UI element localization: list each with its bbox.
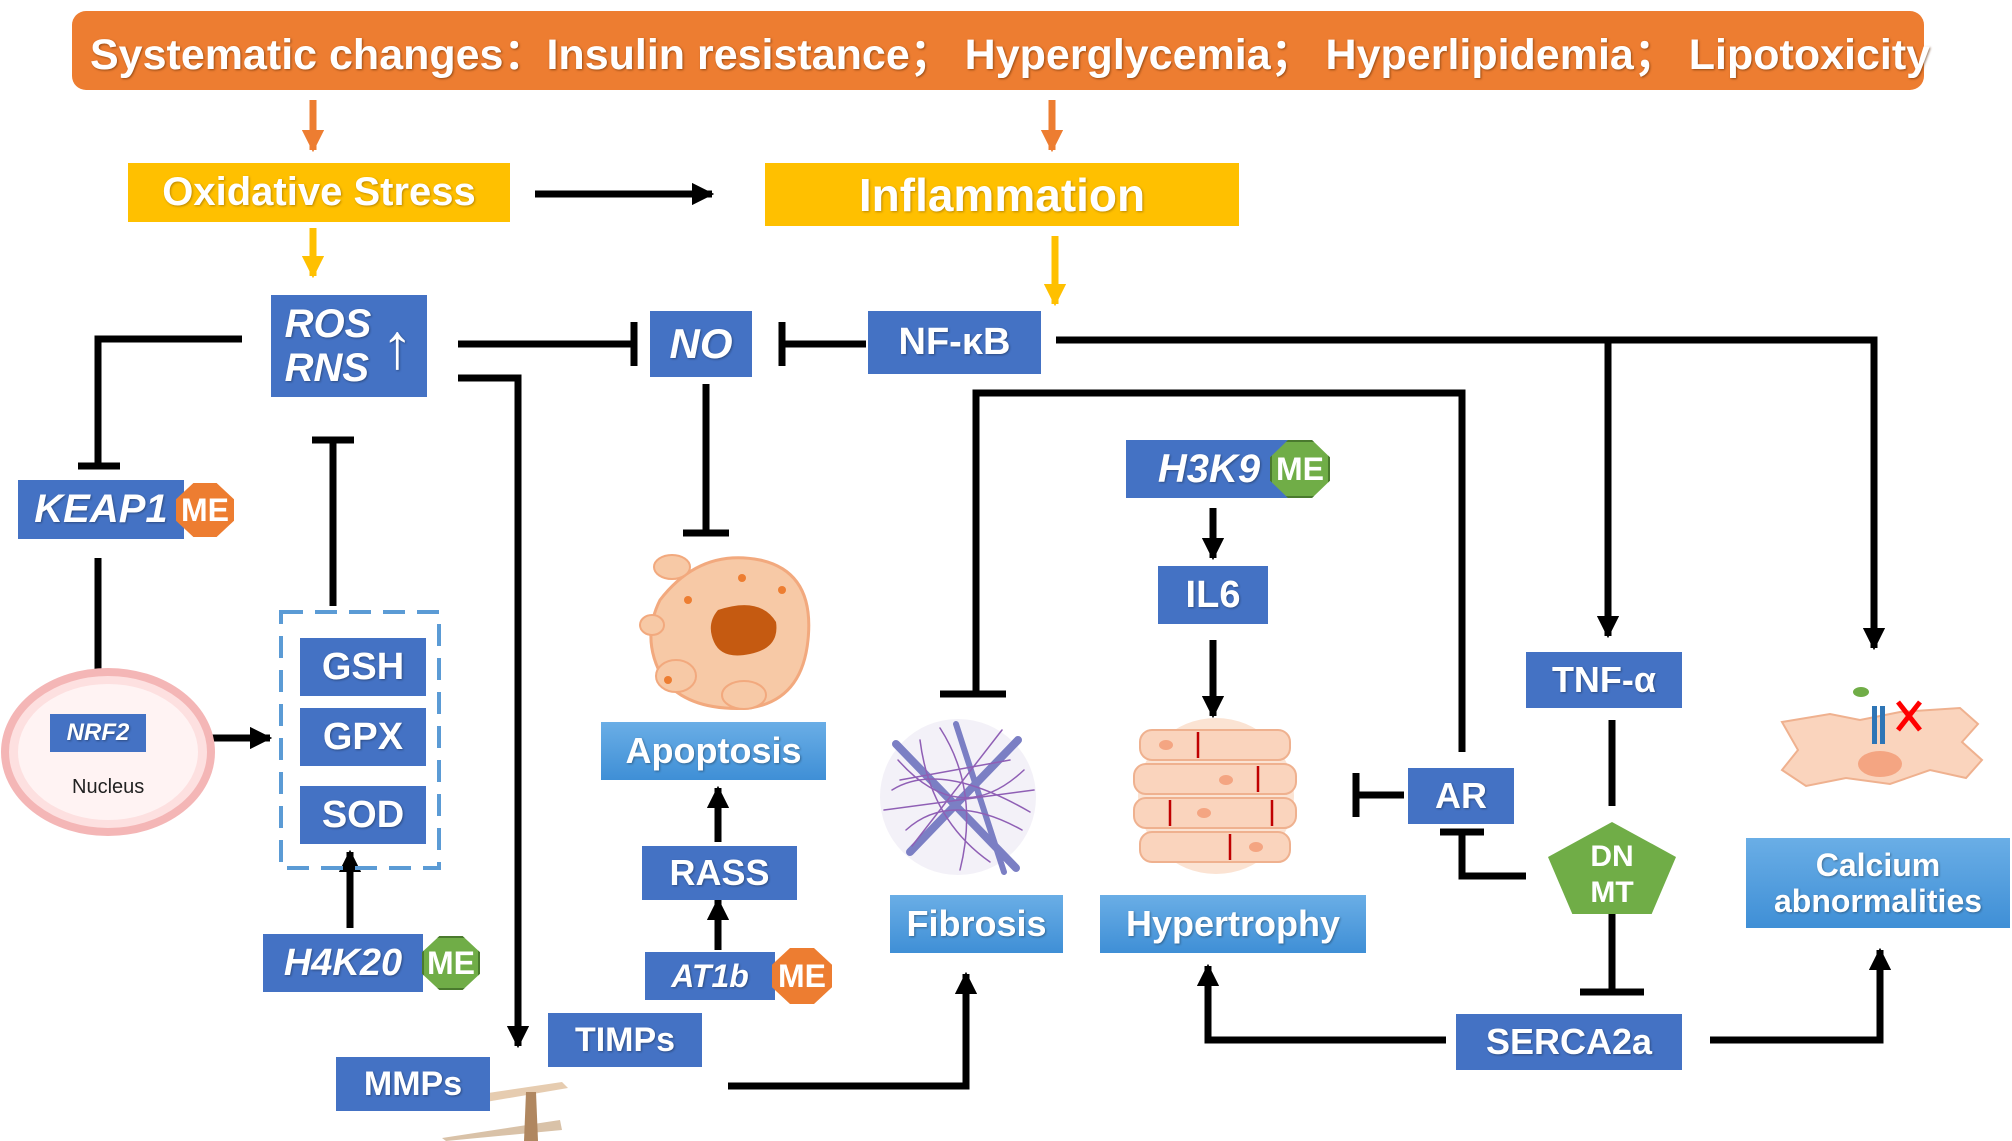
fibrosis-outcome: Fibrosis (890, 895, 1063, 953)
ros-label: ROS (284, 302, 372, 346)
no-box: NO (650, 311, 752, 377)
h3k9-methylation-badge: ME (1270, 440, 1330, 498)
increase-arrow-icon: ↑ (381, 310, 414, 382)
calcium-label-line1: Calcium (1815, 847, 1941, 883)
sod-box: SOD (300, 786, 426, 844)
dnmt-label-top: DN (1590, 840, 1634, 873)
balance-scale-illustration (442, 1082, 568, 1141)
ar-box: AR (1408, 768, 1514, 824)
rass-box: RASS (642, 846, 797, 900)
timps-box: TIMPs (548, 1013, 702, 1067)
gpx-box: GPX (300, 708, 426, 766)
gsh-box: GSH (300, 638, 426, 696)
tnf-alpha-box: TNF-α (1526, 652, 1682, 708)
apoptosis-outcome: Apoptosis (601, 722, 826, 780)
cardiomyocyte-calcium-illustration (1780, 687, 1984, 788)
inhibit-ros-keap1 (94, 335, 242, 466)
nucleus-label: Nucleus (72, 776, 145, 798)
h4k20-methylation-badge: ME (422, 936, 480, 990)
il6-box: IL6 (1158, 566, 1268, 624)
oxidative-stress-box: Oxidative Stress (128, 163, 510, 222)
calcium-label-line2: abnormalities (1773, 883, 1983, 919)
nrf2-box: NRF2 (50, 714, 146, 752)
at1b-box: AT1b (645, 952, 775, 1000)
keap1-methylation-badge: ME (176, 483, 234, 537)
serca2a-box: SERCA2a (1456, 1014, 1682, 1070)
mmps-box: MMPs (336, 1057, 490, 1111)
antioxidant-group-frame (279, 610, 441, 870)
apoptotic-cell-illustration (639, 554, 811, 710)
hypertrophy-illustration (1133, 718, 1297, 874)
rns-label: RNS (284, 346, 370, 390)
systemic-changes-banner: Systematic changes：Insulin resistance； H… (72, 11, 1930, 90)
h3k9-box: H3K9 (1126, 440, 1292, 498)
ros-rns-box: ROS RNS ↑ (271, 295, 427, 397)
keap1-box: KEAP1 (18, 480, 184, 539)
calcium-abnormalities-outcome: Calcium abnormalities (1746, 838, 2010, 928)
fibrosis-illustration (880, 719, 1036, 875)
hypertrophy-outcome: Hypertrophy (1100, 895, 1366, 953)
at1b-methylation-badge: ME (772, 948, 832, 1004)
h4k20-box: H4K20 (263, 934, 423, 992)
nfkb-box: NF-κB (868, 311, 1041, 374)
inflammation-box: Inflammation (765, 163, 1239, 226)
dnmt-label-bottom: MT (1590, 876, 1634, 909)
